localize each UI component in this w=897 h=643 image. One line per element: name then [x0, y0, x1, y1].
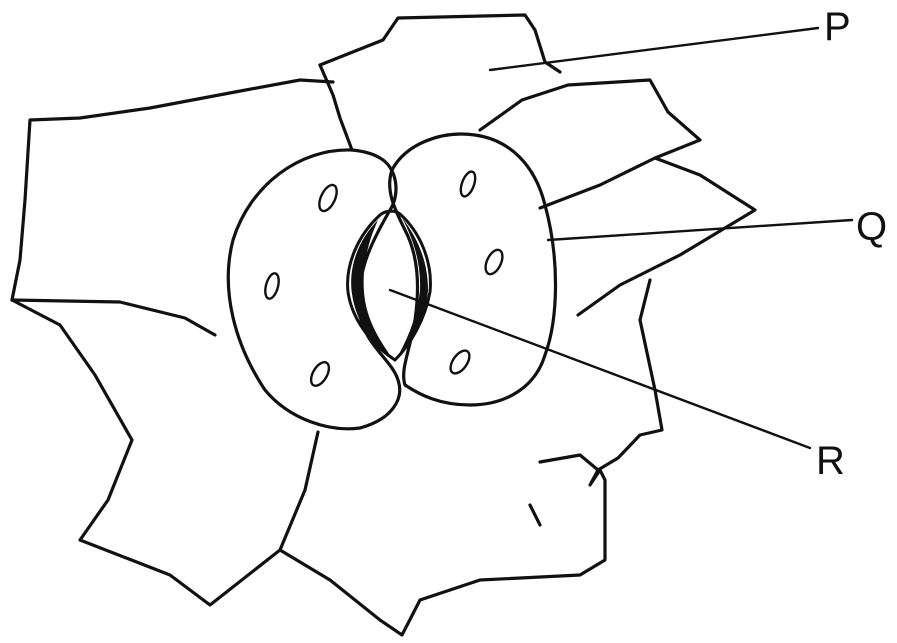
chloroplast	[458, 170, 478, 199]
right-guard-cell	[390, 134, 556, 405]
chloroplast	[263, 272, 281, 300]
pore-thickened-wall-left	[351, 220, 392, 358]
label-r: R	[816, 439, 845, 483]
leader-lines	[390, 28, 852, 448]
top-cell-wall	[320, 15, 560, 72]
right-lower-cell-wall	[598, 280, 662, 470]
upper-left-cell-wall	[12, 80, 333, 300]
epidermal-cells	[12, 15, 755, 635]
pore-thickened-wall-right	[398, 218, 428, 356]
leader-line-p	[490, 28, 818, 70]
leader-line-q	[548, 220, 852, 240]
chloroplast	[447, 347, 473, 376]
upper-right-cell-wall	[480, 80, 700, 158]
lower-left-cell-wall	[12, 300, 318, 605]
top-cell-inner-wall	[320, 65, 352, 150]
lower-right-cell-wall	[380, 455, 605, 635]
chloroplast	[316, 182, 341, 213]
label-q: Q	[856, 205, 887, 249]
chloroplast	[307, 359, 332, 389]
tiny-wall-mark	[530, 505, 540, 525]
bottom-cell-wall	[280, 550, 380, 620]
guard-cells	[228, 134, 555, 429]
chloroplast	[482, 247, 506, 276]
left-guard-cell	[228, 150, 399, 429]
label-p: P	[824, 5, 851, 49]
leader-line-r	[390, 290, 810, 448]
